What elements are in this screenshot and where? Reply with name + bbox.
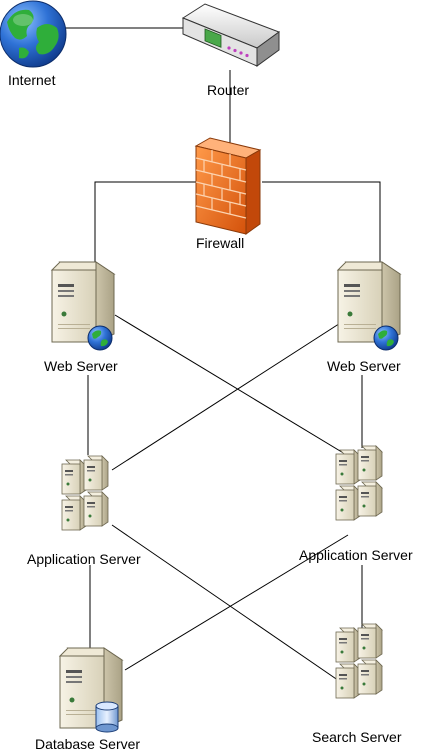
link-app-right-database (124, 534, 349, 671)
globe-icon (0, 0, 67, 68)
globe-badge-icon (87, 325, 113, 351)
app-server-left-icon (62, 456, 108, 530)
web-server-left-icon (51, 261, 115, 351)
app-server-right-icon (336, 446, 382, 520)
web-server-left-label: Web Server (44, 358, 118, 374)
link-firewall-web-left (94, 181, 198, 262)
globe-badge-icon (373, 325, 399, 351)
web-server-right-label: Web Server (327, 358, 401, 374)
link-web-right-app-left (111, 319, 346, 471)
web-server-right-icon (337, 261, 401, 351)
search-server-label: Search Server (312, 729, 402, 745)
firewall-icon (194, 137, 262, 235)
search-server-icon (336, 624, 382, 698)
firewall-label: Firewall (196, 235, 245, 251)
database-server-icon (59, 647, 123, 733)
internet-label: Internet (8, 72, 56, 88)
database-cylinder-icon (95, 701, 119, 733)
router-label: Router (207, 82, 250, 98)
link-firewall-web-right (262, 181, 381, 262)
app-server-left-label: Application Server (27, 551, 141, 567)
link-web-left-app-right (114, 314, 356, 461)
database-server-label: Database Server (35, 736, 141, 752)
router-icon (181, 3, 281, 67)
app-server-right-label: Application Server (299, 547, 413, 563)
link-app-left-search (111, 524, 346, 686)
